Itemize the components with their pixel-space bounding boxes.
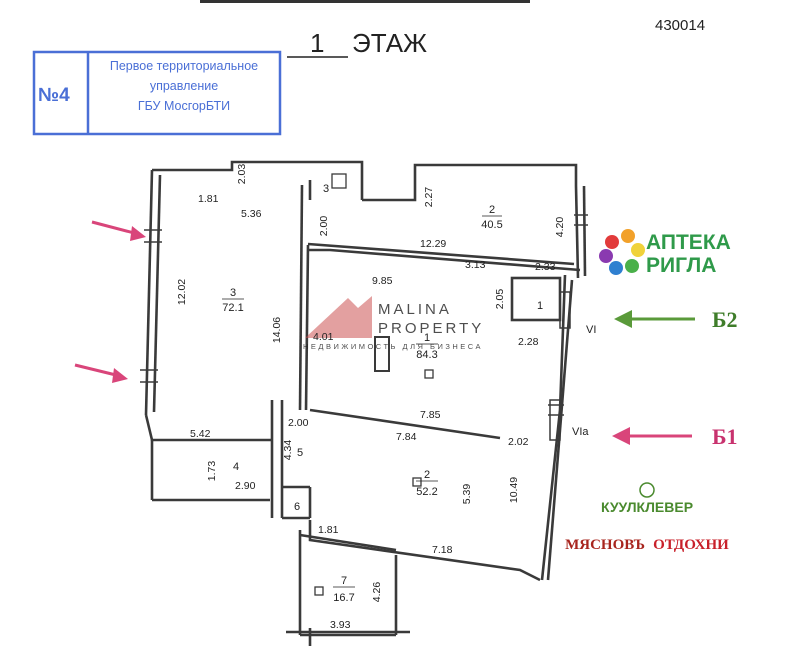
axis-label-vi: VI: [586, 324, 596, 336]
room-label-6: 6: [294, 501, 300, 513]
clover-icon: [639, 482, 655, 498]
entrance-arrow-b1: [612, 427, 692, 445]
stamp-line1: Первое территориальное: [110, 59, 258, 73]
room-label-2-top: 2: [489, 204, 495, 216]
entrance-arrow-b2: [614, 310, 695, 328]
bti-stamp: №4 Первое территориальное управление ГБУ…: [32, 50, 282, 136]
entrance-label-b1: Б1: [712, 424, 738, 449]
dim-2-27: 2.27: [423, 187, 435, 208]
myasnov-logo: МЯСНОВЪ: [565, 537, 645, 553]
entrance-label-b2: Б2: [712, 307, 738, 332]
dim-1-81-bottom: 1.81: [318, 524, 339, 536]
room-label-2-bottom: 2: [424, 469, 430, 481]
dim-4-26: 4.26: [371, 582, 383, 603]
malina-logo-icon: [305, 296, 372, 338]
axis-label-via: VIa: [572, 426, 589, 438]
kuulklever-name: КУУЛКЛЕВЕР: [601, 499, 693, 515]
dim-12-02: 12.02: [176, 279, 188, 305]
apteka-line2: РИГЛА: [646, 254, 716, 277]
dim-2-00-top: 2.00: [318, 216, 330, 237]
dim-2-03: 2.03: [236, 164, 248, 185]
windows: [140, 214, 588, 441]
stamp-number: №4: [38, 85, 70, 106]
dim-2-28: 2.28: [518, 336, 539, 348]
otdokhni-name: ОТДОХНИ: [653, 537, 729, 553]
otdokhni-logo: ОТДОХНИ: [653, 537, 729, 553]
room-area-84-3: 84.3: [416, 349, 437, 361]
doc-number: 430014: [655, 17, 705, 34]
dim-3-13: 3.13: [465, 259, 486, 271]
dim-9-85: 9.85: [372, 275, 393, 287]
dimension-labels: 2.03 1.81 5.36 12.02 14.06 5.42 1.73 2.9…: [176, 164, 596, 631]
dim-12-29: 12.29: [420, 238, 446, 250]
dim-2-05: 2.05: [494, 289, 506, 310]
kuulklever-logo: КУУЛКЛЕВЕР: [601, 482, 693, 515]
dim-5-39: 5.39: [461, 484, 473, 505]
dim-5-36: 5.36: [241, 208, 262, 220]
room-area-40-5: 40.5: [481, 219, 502, 231]
dim-10-49: 10.49: [508, 477, 520, 503]
room-label-3-left: 3: [230, 287, 236, 299]
dim-7-84: 7.84: [396, 431, 417, 443]
dim-3-93: 3.93: [330, 619, 351, 631]
room-label-7: 7: [341, 575, 347, 587]
room-label-1-main: 1: [424, 332, 430, 344]
stamp-line3: ГБУ МосгорБТИ: [138, 99, 230, 113]
dim-2-02: 2.02: [508, 436, 529, 448]
room-label-1-niche: 1: [537, 300, 543, 312]
dim-5-42: 5.42: [190, 428, 211, 440]
entrance-arrow-left-bottom: [74, 363, 128, 383]
room-labels: 3 2 40.5 3 72.1 1 1 84.3 5 4 6 2 52.2 7 …: [222, 183, 543, 604]
dim-4-34: 4.34: [282, 440, 294, 461]
dim-2-33: 2.33: [535, 261, 556, 273]
top-edge-bar: [200, 0, 530, 3]
dim-14-06: 14.06: [271, 317, 283, 343]
stamp-line2: управление: [150, 79, 218, 93]
room-area-52-2: 52.2: [416, 486, 437, 498]
room-label-3-small: 3: [323, 183, 329, 195]
flower-icon: [599, 229, 645, 275]
dim-7-18: 7.18: [432, 544, 453, 556]
apteka-rigla-logo: АПТЕКА РИГЛА: [599, 229, 731, 277]
room-label-4: 4: [233, 461, 239, 473]
room-area-72-1: 72.1: [222, 302, 243, 314]
floor-title: ЭТАЖ: [352, 28, 427, 58]
dim-2-90: 2.90: [235, 480, 256, 492]
dim-2-00-bottom: 2.00: [288, 417, 309, 429]
apteka-line1: АПТЕКА: [646, 231, 731, 254]
floor-number: 1: [310, 28, 324, 58]
entrance-arrow-left-top: [91, 220, 146, 241]
room-area-16-7: 16.7: [333, 592, 354, 604]
myasnov-name: МЯСНОВЪ: [565, 537, 645, 553]
watermark-tagline: НЕДВИЖИМОСТЬ ДЛЯ БИЗНЕСА: [303, 342, 483, 351]
dim-7-85: 7.85: [420, 409, 441, 421]
malina-watermark: MALINA PROPERTY НЕДВИЖИМОСТЬ ДЛЯ БИЗНЕСА: [303, 296, 484, 351]
watermark-brand-line2: PROPERTY: [378, 320, 484, 337]
dim-1-73: 1.73: [206, 461, 218, 482]
watermark-brand-line1: MALINA: [378, 301, 452, 318]
room-label-5: 5: [297, 447, 303, 459]
walls: [144, 160, 587, 646]
dim-1-81-top: 1.81: [198, 193, 219, 205]
dim-4-01: 4.01: [313, 331, 334, 343]
dim-4-20: 4.20: [554, 217, 566, 238]
fixtures: [314, 173, 434, 596]
